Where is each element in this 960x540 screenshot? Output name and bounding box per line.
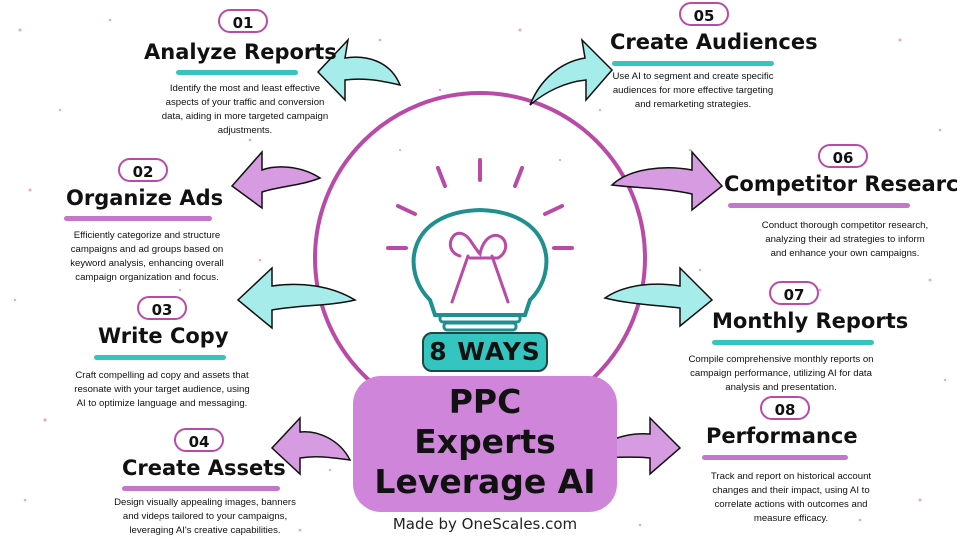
- underline-07: [712, 340, 874, 345]
- underline-08: [702, 455, 848, 460]
- arrow-05: [529, 37, 614, 106]
- underline-05: [612, 61, 774, 66]
- badge-06: 06: [818, 144, 868, 168]
- arrow-03: [236, 266, 357, 330]
- badge-05: 05: [679, 2, 729, 26]
- badge-04: 04: [174, 428, 224, 452]
- title-create-assets: Create Assets: [122, 456, 286, 480]
- title-performance: Performance: [706, 424, 858, 448]
- desc-07: Compile comprehensive monthly reports on…: [688, 354, 874, 393]
- arrow-04: [270, 416, 352, 476]
- badge-07: 07: [769, 281, 819, 305]
- underline-04: [122, 486, 280, 491]
- badge-08: 08: [760, 396, 810, 420]
- main-title-box: PPC Experts Leverage AI: [353, 376, 617, 512]
- desc-04: Design visually appealing images, banner…: [114, 497, 296, 536]
- arrow-01: [316, 37, 402, 102]
- arrow-06: [610, 150, 724, 212]
- badge-03: 03: [137, 296, 187, 320]
- desc-03: Craft compelling ad copy and assets that…: [74, 370, 250, 409]
- desc-06: Conduct thorough competitor research,ana…: [761, 220, 929, 259]
- underline-06: [728, 203, 910, 208]
- title-analyze-reports: Analyze Reports: [144, 40, 337, 64]
- title-write-copy: Write Copy: [98, 324, 229, 348]
- credit-text: Made by OneScales.com: [392, 515, 578, 533]
- underline-03: [94, 355, 226, 360]
- badge-01: 01: [218, 9, 268, 33]
- title-monthly-reports: Monthly Reports: [712, 309, 909, 333]
- main-title-line-2: Experts: [414, 422, 556, 461]
- title-create-audiences: Create Audiences: [610, 30, 818, 54]
- confetti-dots: [13, 18, 947, 532]
- arrow-02: [230, 150, 322, 210]
- main-title-line-1: PPC: [448, 382, 522, 421]
- underline-01: [176, 70, 298, 75]
- title-competitor-research: Competitor Research: [724, 172, 960, 196]
- ways-badge: 8 WAYS: [422, 332, 548, 372]
- arrow-07: [603, 266, 714, 328]
- underline-02: [64, 216, 212, 221]
- title-organize-ads: Organize Ads: [66, 186, 224, 210]
- badge-02: 02: [118, 158, 168, 182]
- lightbulb-icon: [386, 158, 574, 332]
- main-title-line-3: Leverage AI: [374, 462, 596, 501]
